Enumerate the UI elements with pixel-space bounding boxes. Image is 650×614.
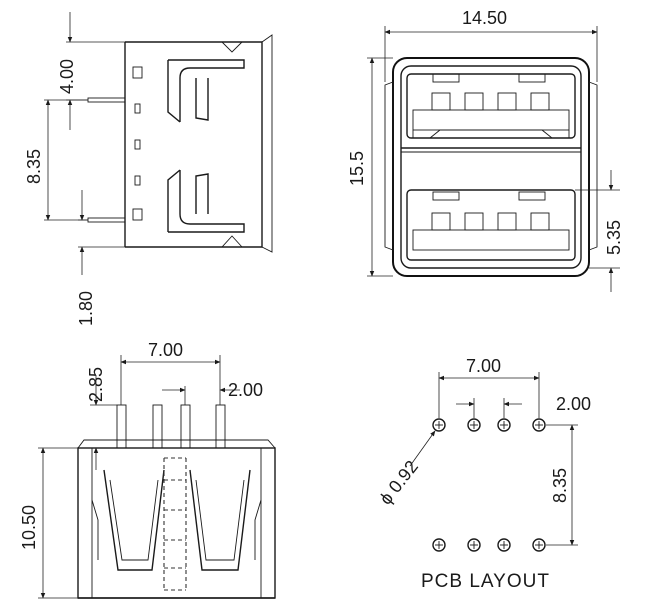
dim-pcb-row-pitch: 8.35 xyxy=(550,468,570,503)
side-window xyxy=(134,175,141,186)
front-lower-port xyxy=(406,189,576,261)
front-lower-contact xyxy=(497,212,517,231)
dim-pin-length: 2.85 xyxy=(86,367,106,402)
front-outer-shell xyxy=(392,57,590,277)
side-body-outline xyxy=(124,41,263,248)
front-upper-contact xyxy=(497,92,517,111)
dim-pcb-pitch: 2.00 xyxy=(556,394,591,414)
pin-left-contact xyxy=(103,469,165,571)
front-upper-contact xyxy=(530,92,550,111)
front-upper-contact xyxy=(431,92,451,111)
pin-lead xyxy=(152,404,163,449)
front-upper-tongue xyxy=(412,109,570,131)
dim-side-pin-pitch: 8.35 xyxy=(24,149,44,184)
side-window xyxy=(134,139,141,150)
dim-side-pin-offset: 1.80 xyxy=(76,291,96,326)
front-view: 14.50 15.5 5.35 xyxy=(347,8,624,292)
dim-front-height: 15.5 xyxy=(347,151,367,186)
pin-lead xyxy=(116,404,127,449)
side-pin xyxy=(87,97,126,103)
front-upper-contact xyxy=(464,92,484,111)
dim-front-port-pitch: 5.35 xyxy=(604,220,624,255)
front-left-tab xyxy=(384,81,394,251)
pcb-hole xyxy=(467,418,481,432)
front-inner-shell xyxy=(400,65,582,269)
pin-body-outline xyxy=(77,447,276,599)
pin-view: 7.00 2.00 2.85 10.50 xyxy=(19,340,276,599)
pcb-layout-title: PCB LAYOUT xyxy=(421,571,550,592)
side-view: 4.00 8.35 1.80 xyxy=(24,12,273,326)
dim-pcb-hole: ϕ 0.92 xyxy=(375,457,422,509)
side-pin xyxy=(87,217,126,223)
front-lower-contact xyxy=(464,212,484,231)
pcb-hole xyxy=(532,418,546,432)
side-flange xyxy=(261,34,273,253)
pcb-hole xyxy=(432,418,446,432)
dim-pin-body-height: 10.50 xyxy=(19,505,39,550)
side-window xyxy=(132,66,143,79)
side-top-tab xyxy=(125,41,243,53)
pcb-hole xyxy=(497,538,511,552)
front-lower-contact xyxy=(431,212,451,231)
pcb-hole xyxy=(532,538,546,552)
dim-pcb-span: 7.00 xyxy=(466,356,501,376)
dim-front-width: 14.50 xyxy=(462,8,507,28)
pin-lead xyxy=(180,404,191,449)
side-window xyxy=(132,208,143,221)
side-window xyxy=(134,103,141,114)
dim-pin-span: 7.00 xyxy=(148,340,183,360)
side-bottom-spring xyxy=(167,169,245,233)
front-lower-tongue xyxy=(412,229,570,251)
pin-dashed-detail xyxy=(163,457,187,591)
pcb-hole xyxy=(432,538,446,552)
pcb-hole xyxy=(467,538,481,552)
side-top-spring xyxy=(167,59,245,123)
pin-right-contact xyxy=(189,469,251,571)
pin-lead xyxy=(215,404,226,449)
front-lower-contact xyxy=(530,212,550,231)
front-upper-port xyxy=(406,73,576,139)
pcb-layout: 7.00 2.00 8.35 ϕ 0.92 PCB LAYOUT xyxy=(375,356,591,592)
front-right-tab xyxy=(588,81,598,251)
pcb-hole xyxy=(497,418,511,432)
side-bottom-tab xyxy=(125,235,243,248)
dim-pin-pitch: 2.00 xyxy=(228,380,263,400)
dim-side-top-offset: 4.00 xyxy=(57,59,77,94)
